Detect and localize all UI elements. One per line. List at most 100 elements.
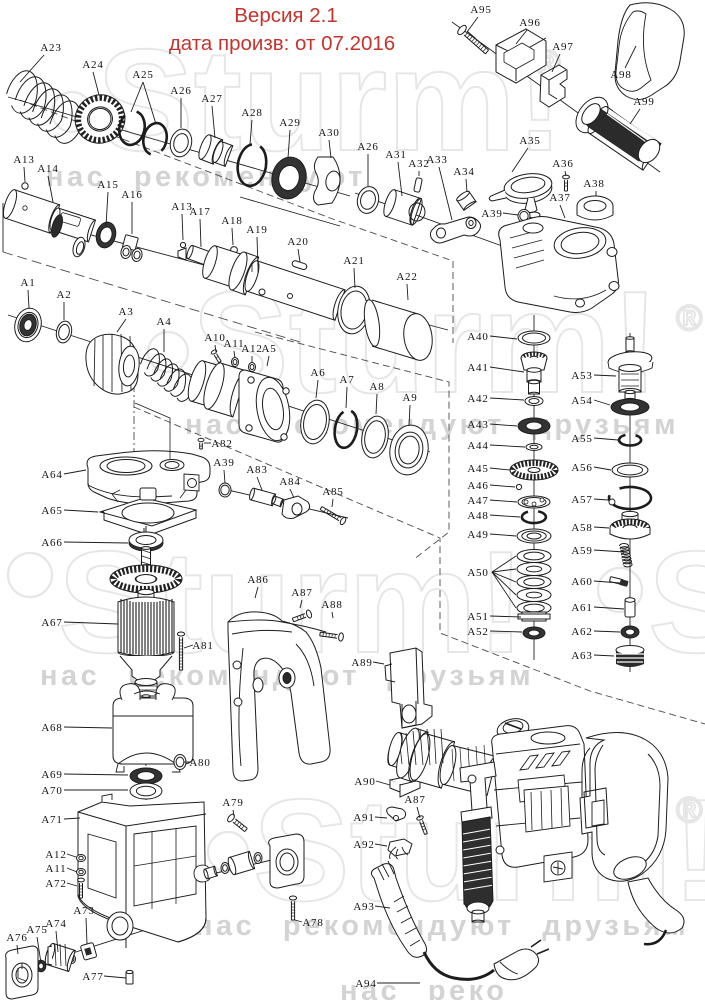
svg-text:A60: A60	[571, 576, 592, 588]
svg-text:нас рекомендуют друзьям: нас рекомендуют друзьям	[195, 910, 689, 942]
svg-text:A43: A43	[467, 419, 488, 431]
svg-text:A66: A66	[41, 537, 62, 549]
svg-text:A64: A64	[41, 469, 62, 481]
svg-text:A10: A10	[204, 332, 225, 344]
svg-text:A90: A90	[354, 776, 375, 788]
svg-text:A5: A5	[261, 343, 276, 355]
svg-text:A11: A11	[46, 863, 67, 875]
svg-text:A87: A87	[291, 587, 312, 599]
svg-text:A72: A72	[45, 878, 66, 890]
svg-text:A6: A6	[310, 367, 325, 379]
svg-text:A97: A97	[552, 41, 573, 53]
svg-text:A12: A12	[241, 343, 262, 355]
svg-text:A39: A39	[213, 457, 234, 469]
svg-text:A38: A38	[583, 178, 604, 190]
svg-text:A95: A95	[470, 4, 491, 16]
svg-text:A54: A54	[571, 395, 592, 407]
svg-text:A12: A12	[45, 849, 66, 861]
svg-text:A39: A39	[481, 208, 502, 220]
svg-text:A59: A59	[571, 545, 592, 557]
svg-text:A45: A45	[467, 463, 488, 475]
svg-text:A16: A16	[121, 189, 142, 201]
svg-text:®: ®	[676, 789, 703, 830]
svg-text:A52: A52	[467, 626, 488, 638]
svg-text:Версия 2.1: Версия 2.1	[234, 4, 337, 27]
svg-text:A67: A67	[41, 617, 62, 629]
svg-text:A77: A77	[82, 971, 103, 983]
svg-text:A89: A89	[351, 657, 372, 669]
svg-text:St: St	[648, 521, 705, 683]
svg-text:A36: A36	[552, 158, 573, 170]
svg-text:A46: A46	[467, 480, 488, 492]
svg-text:A26: A26	[170, 85, 191, 97]
svg-text:нас рекомендуют: нас рекомендуют	[46, 161, 366, 193]
svg-text:A4: A4	[156, 316, 171, 328]
svg-text:A53: A53	[571, 370, 592, 382]
svg-text:A73: A73	[73, 905, 94, 917]
svg-text:A58: A58	[571, 522, 592, 534]
svg-text:A23: A23	[40, 42, 61, 54]
svg-text:A20: A20	[287, 236, 308, 248]
svg-text:A98: A98	[610, 69, 631, 81]
svg-text:A15: A15	[97, 179, 118, 191]
svg-text:A40: A40	[467, 331, 488, 343]
svg-text:A78: A78	[302, 917, 323, 929]
svg-text:A41: A41	[467, 362, 488, 374]
svg-text:A65: A65	[41, 505, 62, 517]
svg-text:A31: A31	[385, 149, 406, 161]
svg-text:A63: A63	[571, 650, 592, 662]
svg-text:A13: A13	[13, 154, 34, 166]
svg-text:A33: A33	[426, 154, 447, 166]
svg-text:A83: A83	[246, 464, 267, 476]
svg-text:A32: A32	[408, 158, 429, 170]
svg-text:A28: A28	[241, 107, 262, 119]
svg-text:A30: A30	[318, 127, 339, 139]
svg-text:A35: A35	[519, 135, 540, 147]
svg-text:A8: A8	[369, 381, 384, 393]
svg-text:A87: A87	[404, 794, 425, 806]
svg-text:A93: A93	[353, 901, 374, 913]
svg-text:A70: A70	[41, 785, 62, 797]
svg-text:дата произв: от 07.2016: дата произв: от 07.2016	[169, 32, 395, 55]
svg-text:A49: A49	[467, 529, 488, 541]
svg-text:A21: A21	[343, 255, 364, 267]
svg-text:A18: A18	[221, 215, 242, 227]
svg-text:A56: A56	[571, 462, 592, 474]
svg-text:A22: A22	[396, 271, 417, 283]
svg-text:A91: A91	[353, 812, 374, 824]
svg-text:A57: A57	[571, 494, 592, 506]
svg-text:A80: A80	[189, 757, 210, 769]
svg-text:A26: A26	[357, 141, 378, 153]
svg-text:A74: A74	[45, 918, 66, 930]
svg-text:A42: A42	[467, 393, 488, 405]
svg-text:A86: A86	[247, 574, 268, 586]
svg-text:®: ®	[676, 297, 703, 338]
svg-text:A99: A99	[633, 96, 654, 108]
svg-text:A81: A81	[192, 640, 213, 652]
svg-text:A96: A96	[519, 17, 540, 29]
svg-text:A2: A2	[56, 289, 71, 301]
svg-text:A92: A92	[353, 839, 374, 851]
svg-text:A84: A84	[279, 476, 300, 488]
svg-text:A88: A88	[321, 599, 342, 611]
svg-text:A47: A47	[467, 495, 488, 507]
svg-text:A85: A85	[322, 486, 343, 498]
svg-text:A71: A71	[41, 814, 62, 826]
svg-text:A37: A37	[549, 192, 570, 204]
svg-text:A62: A62	[571, 626, 592, 638]
svg-text:A1: A1	[20, 277, 35, 289]
svg-text:A34: A34	[453, 166, 474, 178]
svg-text:A51: A51	[467, 611, 488, 623]
svg-text:A55: A55	[571, 433, 592, 445]
svg-text:A17: A17	[189, 206, 210, 218]
svg-text:A48: A48	[467, 510, 488, 522]
svg-text:A44: A44	[467, 440, 488, 452]
svg-text:A94: A94	[355, 978, 376, 990]
svg-text:A9: A9	[402, 392, 417, 404]
svg-text:A13: A13	[171, 201, 192, 213]
svg-text:A7: A7	[339, 374, 354, 386]
svg-text:A14: A14	[37, 163, 58, 175]
svg-text:A24: A24	[82, 59, 103, 71]
svg-text:A25: A25	[132, 69, 153, 81]
svg-text:A68: A68	[41, 722, 62, 734]
